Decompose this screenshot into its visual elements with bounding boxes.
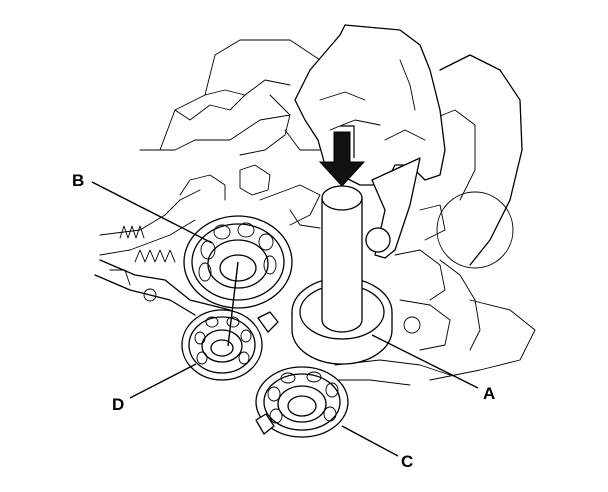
bearing-C: [255, 366, 349, 438]
bearing-D: [181, 309, 279, 381]
callout-C: C: [401, 452, 413, 471]
down-arrow-icon: [318, 125, 366, 187]
callout-D: D: [112, 395, 124, 414]
transmission-case: [94, 39, 536, 386]
leader-C: [341, 425, 399, 457]
leader-D: [129, 363, 197, 399]
leader-D-to-B: [227, 261, 239, 347]
leader-B: [91, 181, 213, 244]
press-tool-A: [291, 185, 393, 365]
callout-B: B: [72, 171, 84, 190]
leader-A: [371, 334, 479, 389]
callout-A: A: [483, 384, 495, 403]
leader-lines: [91, 181, 479, 457]
technician-hand: [294, 24, 446, 259]
